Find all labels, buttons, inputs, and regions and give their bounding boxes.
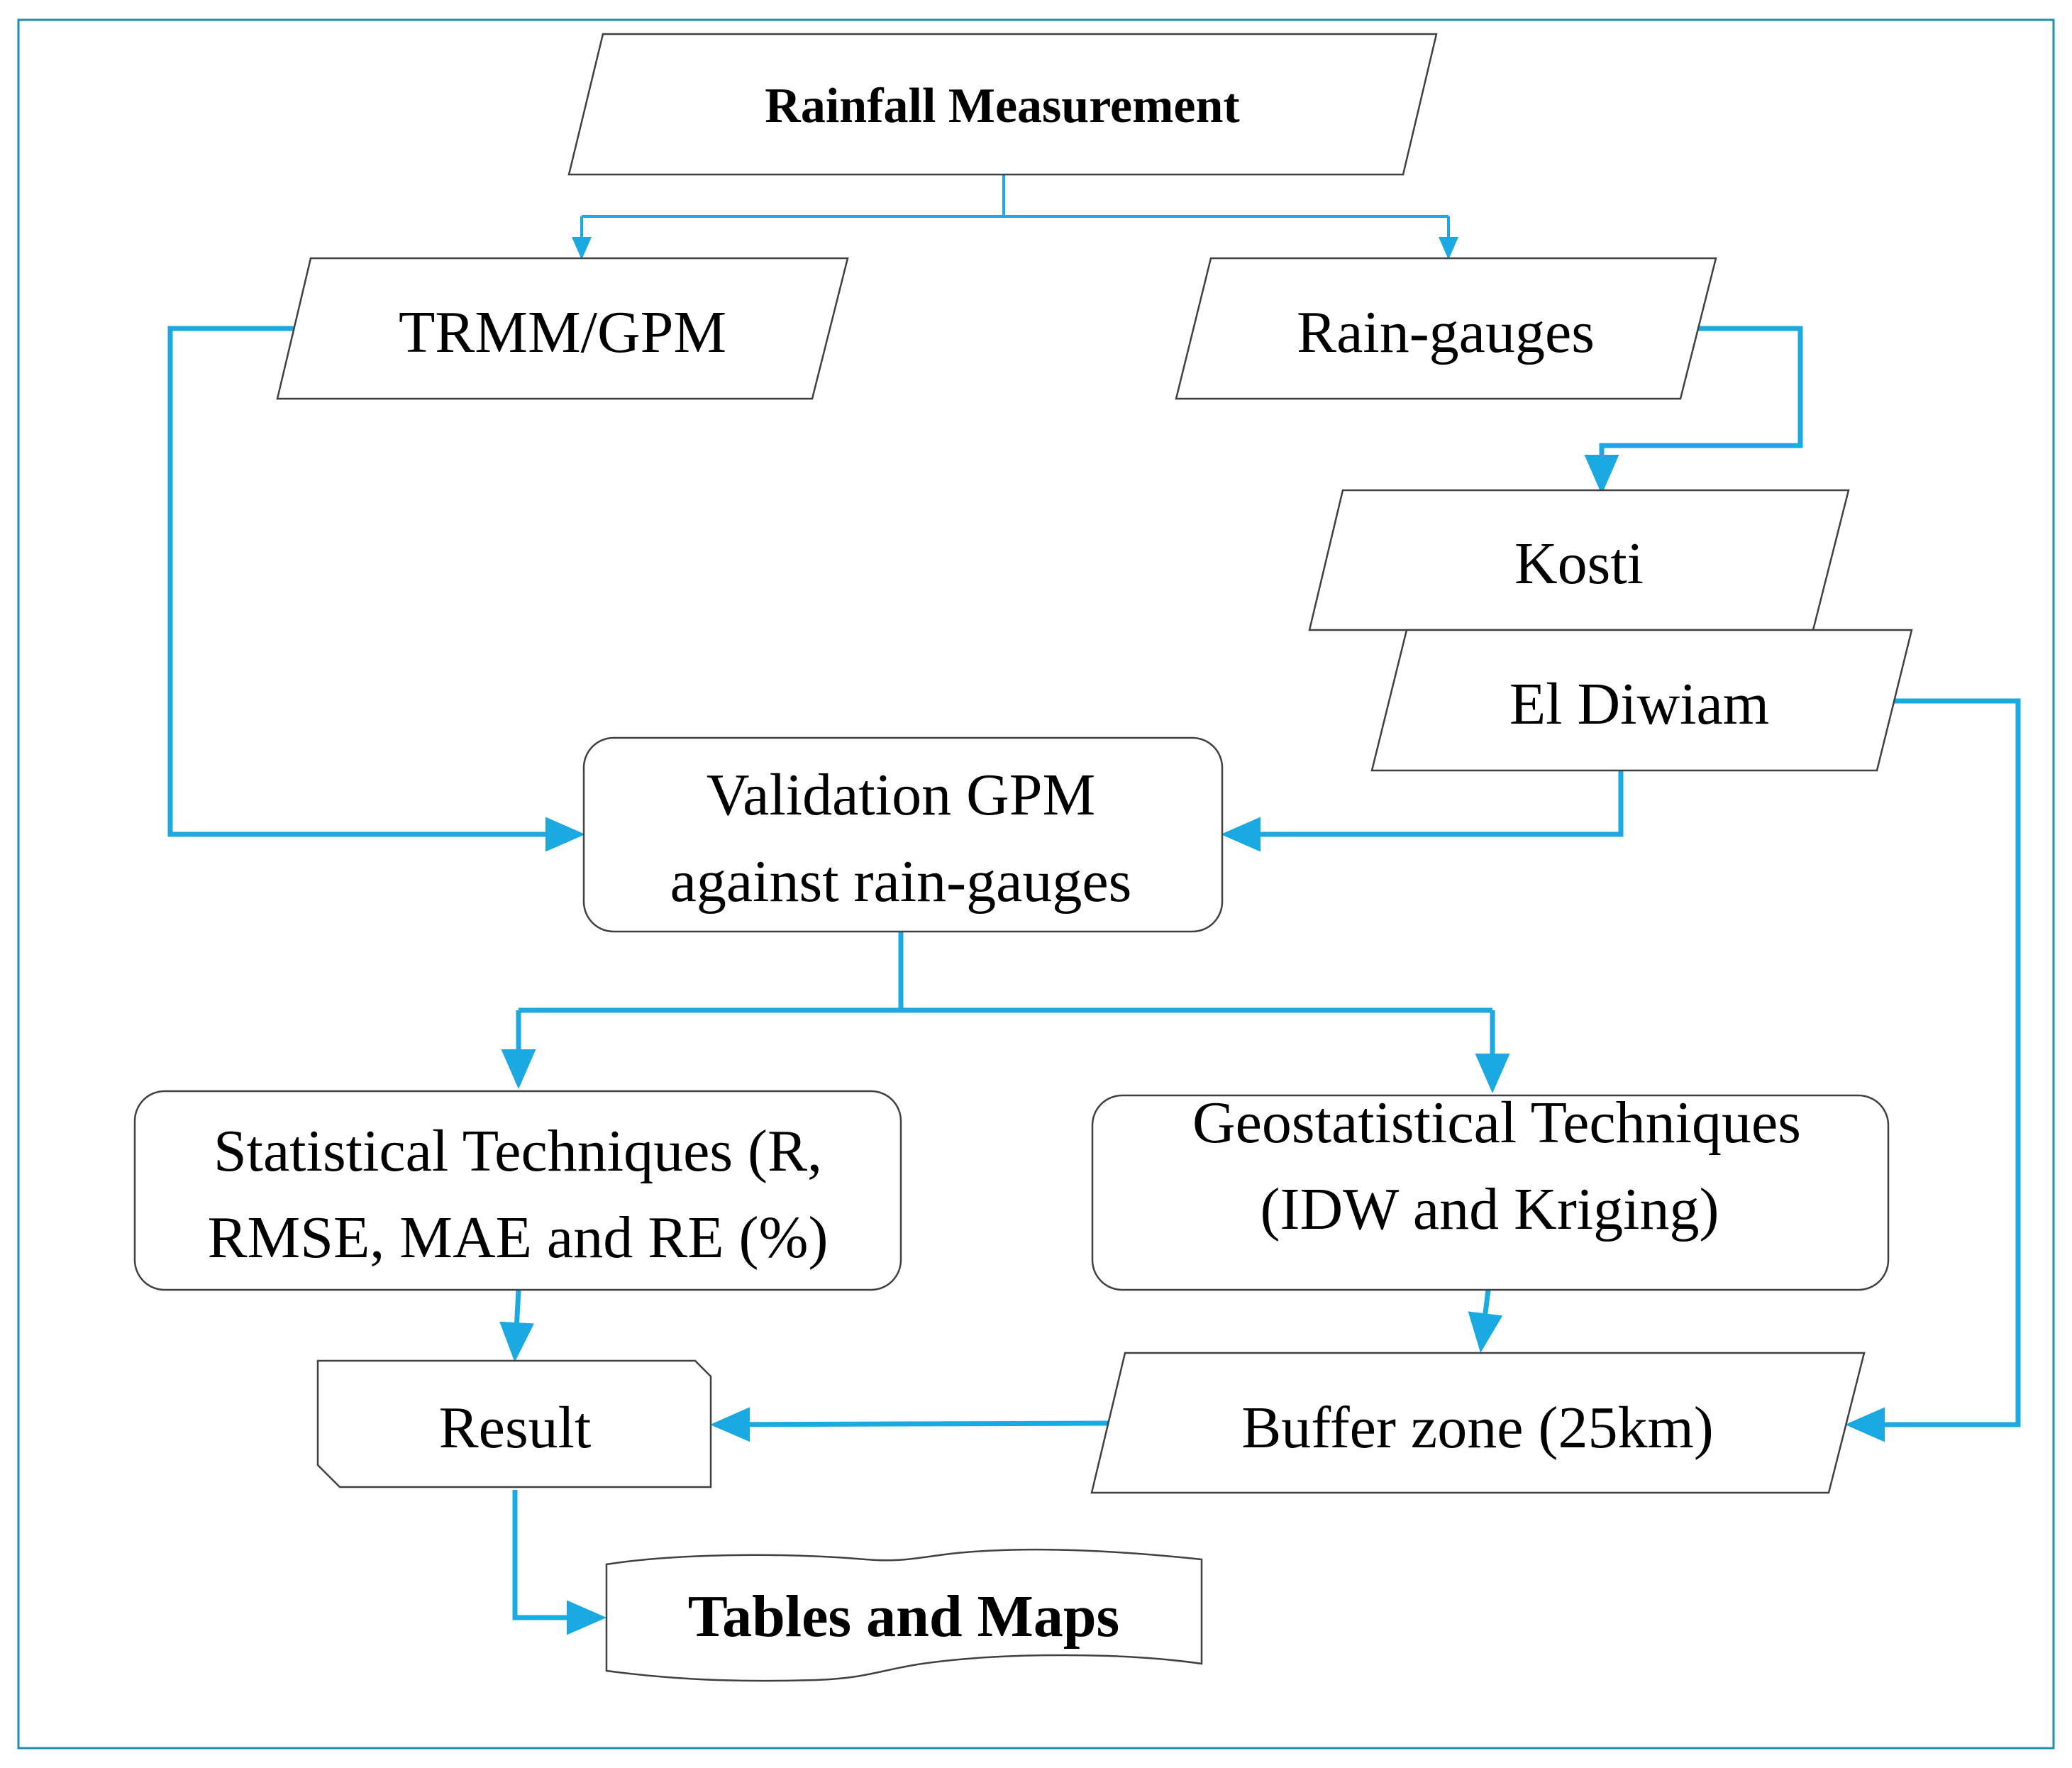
arrow-eldiwiam-to-validation [1221, 770, 1624, 852]
node-geostatistical-line2: (IDW and Kriging) [1261, 1176, 1719, 1242]
node-trmm-gpm-label: TRMM/GPM [399, 299, 726, 365]
node-tables-maps-label: Tables and Maps [688, 1584, 1119, 1650]
node-geostatistical-techniques: Geostatistical Techniques (IDW and Krigi… [1091, 1090, 1890, 1291]
arrow-raingauges-to-kosti [1584, 326, 1803, 495]
node-trmm-gpm: TRMM/GPM [276, 257, 849, 400]
node-el-diwiam: El Diwiam [1370, 629, 1913, 772]
node-kosti: Kosti [1308, 489, 1850, 631]
arrow-eldiwiam-to-buffer [1845, 698, 2021, 1442]
arrow-buffer-to-result [710, 1407, 1112, 1442]
node-kosti-label: Kosti [1514, 531, 1644, 597]
node-statistical-line1: Statistical Techniques (R, [214, 1118, 822, 1184]
node-buffer-zone-label: Buffer zone (25km) [1241, 1395, 1714, 1461]
node-geostatistical-line1: Geostatistical Techniques [1192, 1090, 1801, 1156]
connector-rainfall-split [582, 175, 1448, 218]
node-validation-line2: against rain-gauges [670, 849, 1132, 915]
arrow-statistical-to-result [499, 1289, 535, 1362]
node-statistical-line2: RMSE, MAE and RE (%) [208, 1205, 829, 1271]
node-result-label: Result [439, 1395, 592, 1461]
connector-validation-split [519, 932, 1492, 1013]
outer-frame [17, 18, 2055, 1750]
node-validation: Validation GPM against rain-gauges [582, 736, 1224, 933]
node-tables-maps: Tables and Maps [605, 1548, 1203, 1682]
node-result: Result [316, 1359, 712, 1488]
arrow-geostatistical-to-buffer [1468, 1289, 1503, 1353]
node-validation-line1: Validation GPM [707, 762, 1095, 828]
arrow-result-to-tables [512, 1490, 606, 1635]
node-rainfall-measurement: Rainfall Measurement [567, 33, 1438, 176]
node-buffer-zone: Buffer zone (25km) [1090, 1352, 1866, 1494]
node-el-diwiam-label: El Diwiam [1509, 671, 1769, 737]
node-statistical-techniques: Statistical Techniques (R, RMSE, MAE and… [133, 1090, 902, 1291]
node-rainfall-measurement-label: Rainfall Measurement [765, 79, 1239, 133]
node-rain-gauges: Rain-gauges [1175, 257, 1717, 400]
node-rain-gauges-label: Rain-gauges [1297, 299, 1595, 365]
arrow-trmm-to-validation [167, 326, 585, 852]
